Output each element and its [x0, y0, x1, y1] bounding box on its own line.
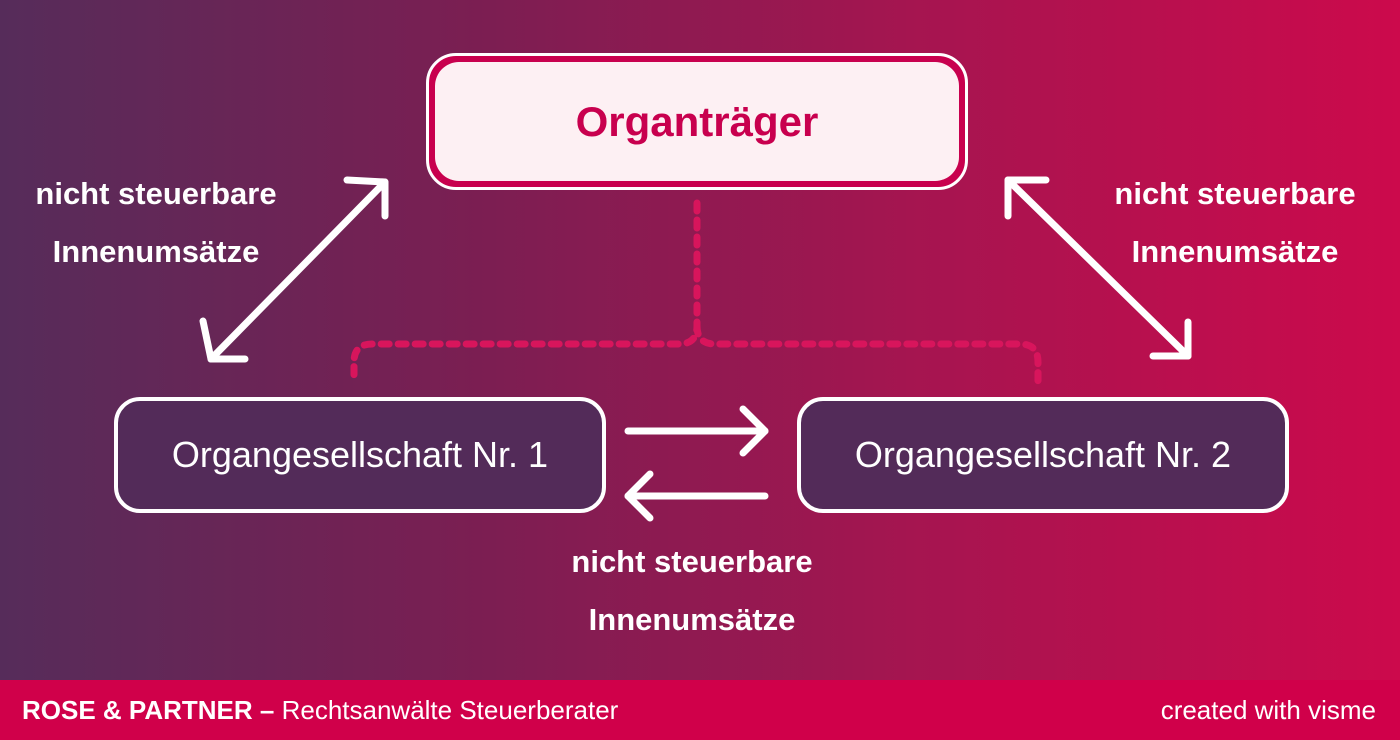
child-node-2: Organgesellschaft Nr. 2 — [797, 397, 1289, 513]
edge-label-line: Innenumsätze — [588, 602, 796, 637]
edge-label-line: Innenumsätze — [1131, 234, 1339, 269]
edge-label-right: nicht steuerbare Innenumsätze — [1101, 165, 1369, 281]
edge-label-left: nicht steuerbare Innenumsätze — [22, 165, 290, 281]
credit-text: created with visme — [1160, 694, 1376, 725]
edge-label-line: nicht steuerbare — [1114, 176, 1356, 211]
child-node-2-label: Organgesellschaft Nr. 2 — [854, 434, 1232, 475]
footer-left: ROSE & PARTNER – Rechtsanwälte Steuerber… — [22, 695, 618, 726]
brand-name: ROSE & PARTNER — [22, 694, 253, 725]
edge-label-line: Innenumsätze — [52, 234, 260, 269]
child-node-1: Organgesellschaft Nr. 1 — [114, 397, 606, 513]
arrow-to-child-2 — [624, 405, 769, 457]
footer-bar: ROSE & PARTNER – Rechtsanwälte Steuerber… — [0, 680, 1400, 740]
left-double-arrow — [199, 176, 389, 363]
arrow-to-child-1 — [624, 470, 769, 522]
right-double-arrow — [1004, 176, 1192, 360]
edge-label-bottom: nicht steuerbare Innenumsätze — [558, 533, 826, 649]
ownership-dotted-connector — [350, 199, 1042, 388]
edge-label-line: nicht steuerbare — [571, 544, 813, 579]
diagram-canvas: Organträger Organgesellschaft Nr. 1 Orga… — [0, 0, 1400, 680]
connector-layer — [199, 176, 1192, 522]
brand-subtitle: Rechtsanwälte Steuerberater — [281, 694, 619, 725]
edge-label-line: nicht steuerbare — [35, 176, 277, 211]
parent-node-organtraeger: Organträger — [426, 53, 968, 190]
brand-separator: – — [252, 694, 282, 725]
child-node-1-label: Organgesellschaft Nr. 1 — [171, 434, 549, 475]
parent-node-label: Organträger — [435, 62, 959, 181]
